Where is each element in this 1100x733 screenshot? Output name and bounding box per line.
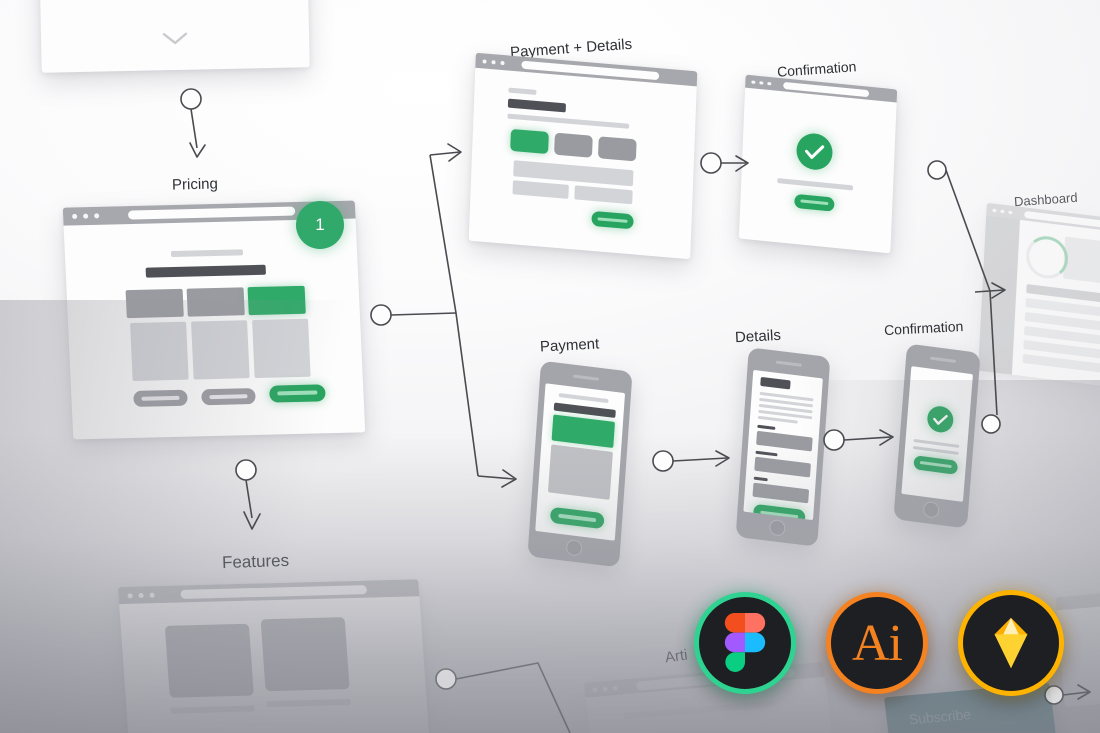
- connector-line: [455, 662, 571, 733]
- connector-line: [390, 312, 457, 316]
- connector-line: [429, 151, 461, 156]
- node-card-top-partial[interactable]: [38, 0, 310, 73]
- connector-arrowhead: [879, 429, 894, 446]
- connector-arrowhead: [447, 143, 462, 162]
- connector-arrowhead: [715, 450, 730, 467]
- connector-line: [1062, 691, 1089, 696]
- connector-node: [435, 668, 457, 690]
- connector-line: [843, 436, 892, 441]
- phone-screen: [901, 366, 973, 502]
- app-badge-figma[interactable]: [694, 592, 796, 694]
- connector-trunk: [429, 154, 479, 477]
- app-badge-illustrator[interactable]: Ai: [826, 592, 928, 694]
- connector-line: [190, 108, 198, 149]
- background-shade-bottom: [0, 433, 1100, 733]
- node-screen-confirmation-desktop[interactable]: [738, 74, 898, 254]
- chevron-down-icon: [162, 32, 188, 52]
- connector-arrowhead: [189, 142, 206, 158]
- connector-arrowhead: [1077, 684, 1091, 700]
- connector-node: [235, 459, 257, 481]
- app-badge-sketch[interactable]: [958, 590, 1064, 696]
- connector-node: [652, 450, 674, 472]
- connector-arrowhead: [243, 511, 261, 530]
- connector-node: [927, 160, 947, 180]
- step-badge-1: 1: [296, 201, 344, 249]
- connector-node: [180, 88, 202, 110]
- connector-arrowhead: [735, 155, 749, 172]
- success-check-icon: [926, 404, 955, 434]
- connector-node: [981, 414, 1001, 434]
- connector-arrowhead: [991, 282, 1006, 299]
- connector-line: [989, 290, 998, 416]
- illustrator-glyph: Ai: [852, 614, 903, 672]
- connector-node: [700, 152, 722, 174]
- node-screen-confirmation-mobile[interactable]: [893, 343, 981, 529]
- figma-icon: [724, 613, 766, 672]
- connector-node: [823, 429, 845, 451]
- success-check-icon: [795, 131, 834, 172]
- connector-arrowhead: [501, 469, 517, 488]
- connector-line: [245, 479, 253, 519]
- connector-line: [672, 457, 728, 462]
- connector-line: [945, 169, 991, 292]
- connector-line: [477, 475, 515, 480]
- connector-line: [974, 289, 1005, 293]
- connector-node: [1044, 685, 1064, 705]
- connector-node: [370, 304, 392, 326]
- sketch-icon: [994, 617, 1028, 669]
